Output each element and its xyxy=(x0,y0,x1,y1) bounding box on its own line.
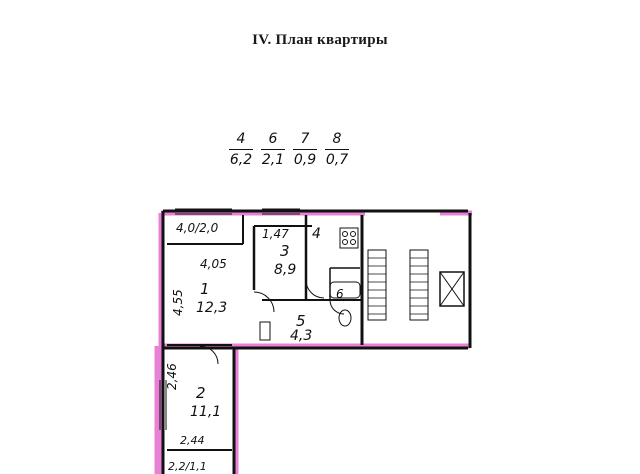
room-number: 6 xyxy=(336,287,344,301)
bathtub-icon xyxy=(329,281,361,299)
room-number: 1 xyxy=(200,280,210,298)
room-number: 5 xyxy=(296,312,306,330)
stairwell xyxy=(367,249,465,321)
toilet-icon xyxy=(338,309,352,327)
stair-flight-right xyxy=(409,249,429,321)
balcony-top-label: 4,0/2,0 xyxy=(176,221,219,235)
legend-room-area: 0,9 xyxy=(293,152,317,168)
balcony-bottom-label: 2,2/1,1 xyxy=(168,460,207,473)
door-arc xyxy=(199,345,219,365)
apartment-boundary-highlight xyxy=(154,210,472,474)
room-area: 4,3 xyxy=(290,328,312,344)
legend-room-area: 0,7 xyxy=(325,152,349,168)
room-area: 8,9 xyxy=(274,262,296,278)
elevator-shaft xyxy=(439,271,465,307)
dimension-label: 2,44 xyxy=(180,434,205,447)
room3-window xyxy=(262,208,300,215)
dimension-labels: 4,0/2,0 2,2/1,1 4,05 4,55 1,47 2,46 2,44 xyxy=(165,221,289,473)
dimension-label: 1,47 xyxy=(262,227,289,241)
door-arc xyxy=(305,279,325,299)
balcony-window xyxy=(175,208,232,215)
dimension-label: 4,05 xyxy=(200,257,227,271)
legend-item: 8 0,7 xyxy=(322,130,352,169)
dimension-label: 2,46 xyxy=(165,363,179,390)
legend-item: 6 2,1 xyxy=(258,130,288,169)
door-arc xyxy=(329,299,345,315)
fixtures xyxy=(259,227,361,341)
room-labels: 1 12,3 2 11,1 3 8,9 4 5 4,3 6 xyxy=(190,226,344,420)
windows xyxy=(159,208,300,430)
legend-room-area: 2,1 xyxy=(261,152,285,168)
legend-room-number: 4 xyxy=(236,131,246,147)
room2-window xyxy=(159,380,167,430)
room-number: 3 xyxy=(280,242,290,260)
legend-item: 4 6,2 xyxy=(226,130,256,169)
legend-room-number: 8 xyxy=(332,131,342,147)
doors xyxy=(199,279,345,365)
legend-room-area: 6,2 xyxy=(229,152,253,168)
legend-room-number: 7 xyxy=(300,131,310,147)
room-number: 4 xyxy=(312,226,321,242)
walls xyxy=(161,209,472,474)
elevator-cross xyxy=(439,271,465,307)
stove-icon xyxy=(339,227,359,249)
room-area: 11,1 xyxy=(190,404,221,420)
room-number: 2 xyxy=(196,384,206,402)
room-area: 12,3 xyxy=(196,300,227,316)
page-title: IV. План квартиры xyxy=(252,32,388,48)
door-arc xyxy=(253,291,275,313)
dimension-label: 4,55 xyxy=(171,289,185,316)
stair-flight-left xyxy=(367,249,387,321)
legend-room-number: 6 xyxy=(268,131,278,147)
wardrobe-icon xyxy=(259,321,271,341)
legend-item: 7 0,9 xyxy=(290,130,320,169)
